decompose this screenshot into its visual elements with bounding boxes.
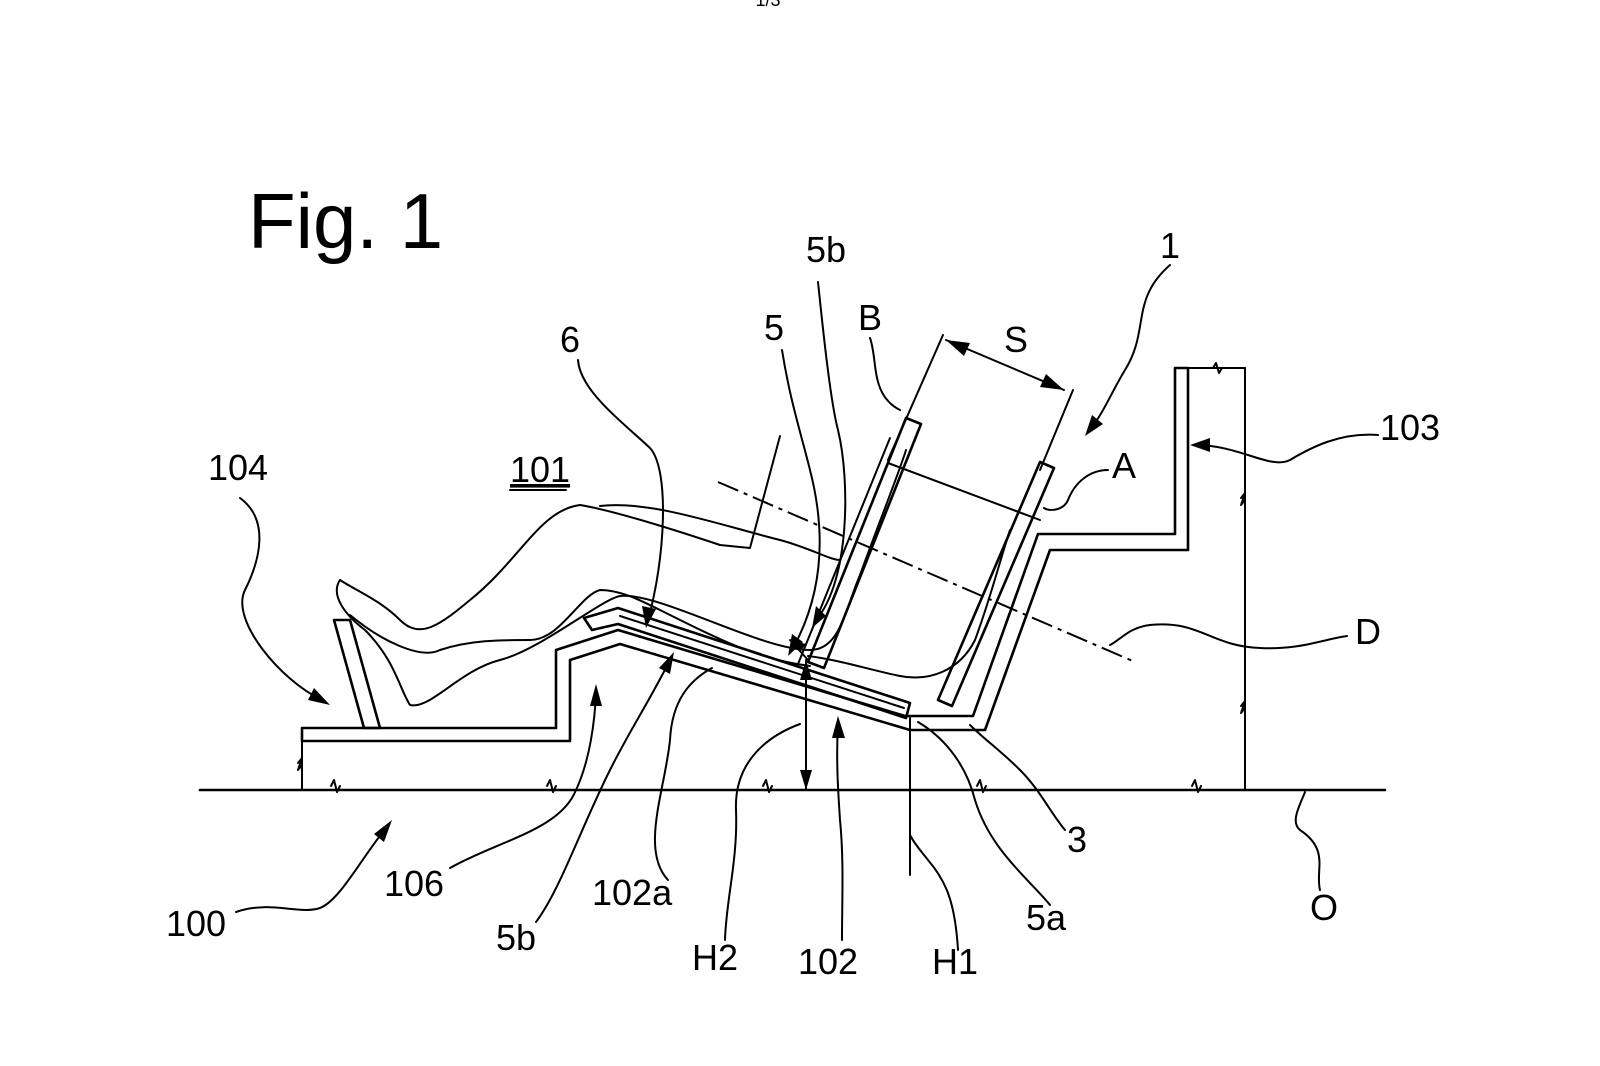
- reference-line-d: [717, 481, 1136, 663]
- label-103: 103: [1380, 407, 1440, 448]
- label-5: 5: [764, 307, 784, 348]
- label-5b-bottom: 5b: [496, 917, 536, 958]
- label-102a: 102a: [592, 872, 673, 913]
- label-6: 6: [560, 319, 580, 360]
- vehicle-floor: [297, 362, 1246, 791]
- label-h2: H2: [692, 937, 738, 978]
- label-5b-top: 5b: [806, 229, 846, 270]
- label-101: 101: [510, 449, 570, 490]
- page-number: 1/3: [755, 0, 780, 10]
- leader-lines: [235, 264, 1379, 951]
- seat-cushion-5: [582, 606, 912, 720]
- label-102: 102: [798, 941, 858, 982]
- label-106: 106: [384, 863, 444, 904]
- label-s: S: [1004, 319, 1028, 360]
- label-o: O: [1310, 887, 1338, 928]
- label-1: 1: [1160, 225, 1180, 266]
- label-3: 3: [1067, 819, 1087, 860]
- occupant-outline: [335, 435, 1011, 707]
- figure-title: Fig. 1: [248, 177, 443, 265]
- label-h1: H1: [932, 941, 978, 982]
- label-5a: 5a: [1026, 897, 1067, 938]
- label-100: 100: [166, 903, 226, 944]
- footrest-104: [332, 618, 382, 730]
- dimension-s: [887, 334, 1074, 521]
- reference-labels: 1 5b 5 B S 6 103 A 104 101 D 3 106 102a …: [166, 225, 1440, 982]
- label-b: B: [858, 297, 882, 338]
- label-104: 104: [208, 447, 268, 488]
- ground-line: [198, 779, 1387, 793]
- label-d: D: [1355, 611, 1381, 652]
- label-a: A: [1112, 445, 1136, 486]
